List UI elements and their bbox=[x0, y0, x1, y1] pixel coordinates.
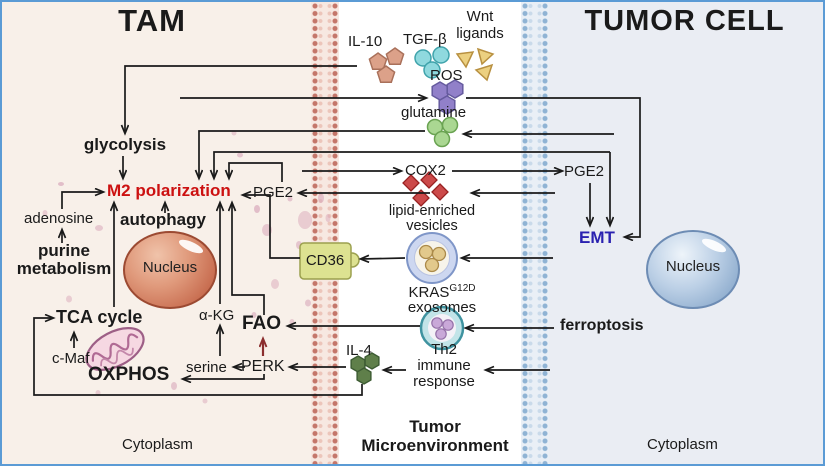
fao-label: FAO bbox=[242, 313, 282, 334]
autophagy-label: autophagy bbox=[120, 210, 206, 229]
wnt-ligands-label: Wnt ligands bbox=[456, 8, 504, 42]
tam-nucleus-label: Nucleus bbox=[142, 259, 198, 276]
glycolysis-label: glycolysis bbox=[83, 135, 167, 154]
ferroptosis-label: ferroptosis bbox=[560, 317, 644, 334]
serine-label: serine bbox=[186, 359, 227, 376]
exosomes-text: exosomes bbox=[407, 299, 477, 316]
th2-immune-response-label: Th2 immune response bbox=[413, 341, 475, 390]
kras-text: KRAS bbox=[408, 284, 450, 301]
tam-title: TAM bbox=[118, 3, 186, 38]
adenosine-label: adenosine bbox=[24, 210, 94, 227]
tam-cytoplasm-label: Cytoplasm bbox=[122, 436, 193, 453]
tumor-cell-title: TUMOR CELL bbox=[584, 5, 785, 37]
perk-label: PERK bbox=[241, 358, 285, 375]
tgfb-label: TGF-β bbox=[403, 31, 447, 48]
tumor-nucleus-label: Nucleus bbox=[665, 258, 721, 275]
pge2-tam-label: PGE2 bbox=[253, 184, 294, 201]
tca-cycle-label: TCA cycle bbox=[56, 307, 143, 327]
oxphos-label: OXPHOS bbox=[88, 364, 170, 385]
tumor-membrane-icon bbox=[521, 2, 549, 464]
cd36-label: CD36 bbox=[305, 252, 345, 269]
il10-label: IL-10 bbox=[348, 33, 383, 50]
alpha-kg-label: α-KG bbox=[199, 307, 235, 324]
tme-title: Tumor Microenvironment bbox=[361, 417, 509, 455]
lipid-vesicles-label: lipid-enriched vesicles bbox=[388, 203, 476, 234]
kras-superscript: G12D bbox=[449, 283, 476, 294]
il4-label: IL-4 bbox=[346, 342, 372, 359]
cox2-label: COX2 bbox=[405, 162, 446, 179]
emt-label: EMT bbox=[579, 228, 615, 247]
nucleus-highlight-icon bbox=[700, 236, 728, 255]
purine-metabolism-label: purine metabolism bbox=[16, 241, 112, 278]
kras-exosomes-label: KRASG12D exosomes bbox=[397, 281, 487, 315]
tumor-cytoplasm-label: Cytoplasm bbox=[647, 436, 718, 453]
ros-label: ROS bbox=[430, 67, 463, 84]
tam-nucleus: Nucleus bbox=[123, 231, 217, 309]
m2-polarization-label: M2 polarization bbox=[107, 181, 231, 200]
tam-membrane-icon bbox=[311, 2, 339, 464]
nucleus-highlight-icon bbox=[177, 237, 205, 256]
glutamine-label: glutamine bbox=[401, 104, 467, 121]
c-maf-label: c-Maf bbox=[52, 350, 90, 367]
tumor-nucleus: Nucleus bbox=[646, 230, 740, 309]
pge2-tumor-label: PGE2 bbox=[564, 163, 605, 180]
